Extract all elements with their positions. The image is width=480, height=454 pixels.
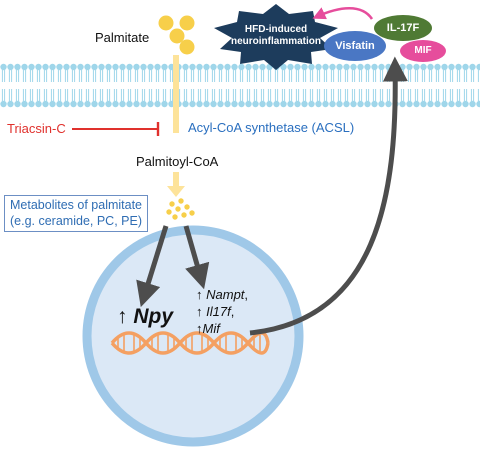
il17f-label: IL-17F [386, 22, 420, 34]
mif-label: MIF [414, 45, 432, 56]
acsl-label: Acyl-CoA synthetase (ACSL) [188, 120, 355, 135]
metabolite-dot [178, 198, 184, 204]
palmitate-dot [158, 15, 174, 31]
flow-arrow-shaft [173, 55, 179, 133]
dna-helix [110, 331, 270, 355]
flow-arrow-shaft [173, 172, 179, 186]
triacsin-label-bg [0, 120, 1, 121]
npy-label: ↑ Npy [117, 305, 173, 329]
arrow-to-genes [183, 225, 210, 290]
metabolite-dot [175, 206, 181, 212]
visfatin-pill [324, 31, 386, 61]
metabolite-dot [169, 201, 175, 207]
palmitate-label: Palmitate [95, 30, 150, 45]
cell-membrane [0, 63, 480, 108]
palmitate-dot [179, 15, 195, 31]
neuroinflammation-line1: HFD-induced [244, 24, 308, 35]
gene-item: ↑ Nampt, [196, 287, 249, 302]
mif-pill [400, 40, 446, 62]
cytokine-release-arrow [249, 56, 408, 336]
npy-gene: Npy [133, 305, 174, 328]
metabolites-line2: (e.g. ceramide, PC, PE) [10, 213, 142, 228]
metabolite-dot [166, 209, 172, 215]
gene-item: ↑ Il17f, [196, 304, 235, 320]
gene-list: ↑ Nampt, ↑ Il17f, ↑Mif [196, 286, 248, 337]
palmitoyl-coa-label: Palmitoyl-CoA [136, 154, 219, 169]
pink-arrow [312, 7, 374, 20]
metabolite-dot [184, 204, 190, 210]
il17f-pill [374, 15, 432, 41]
metabolite-dot [181, 212, 187, 218]
neuroinflammation-line2: neuroinflammation [230, 35, 321, 47]
visfatin-label: Visfatin [335, 40, 375, 52]
metabolites-line1: Metabolites of palmitate [10, 198, 143, 212]
arrow-to-npy [136, 225, 169, 308]
flow-arrow-head [167, 186, 185, 197]
neuroinflammation-label: HFD-induced neuroinflammation [226, 24, 326, 47]
acsl-label-bg [186, 119, 366, 136]
metabolite-dot [172, 214, 178, 220]
triacsin-c-label: Triacsin-C [7, 121, 66, 136]
gene-item: ↑Mif [196, 321, 220, 337]
npy-arrow: ↑ [117, 305, 128, 328]
palmitate-dot [169, 28, 185, 44]
neuroinflammation-star [214, 4, 338, 70]
palmitate-dot [179, 39, 195, 55]
metabolite-dot [189, 210, 195, 216]
metabolites-box: Metabolites of palmitate (e.g. ceramide,… [4, 195, 149, 233]
